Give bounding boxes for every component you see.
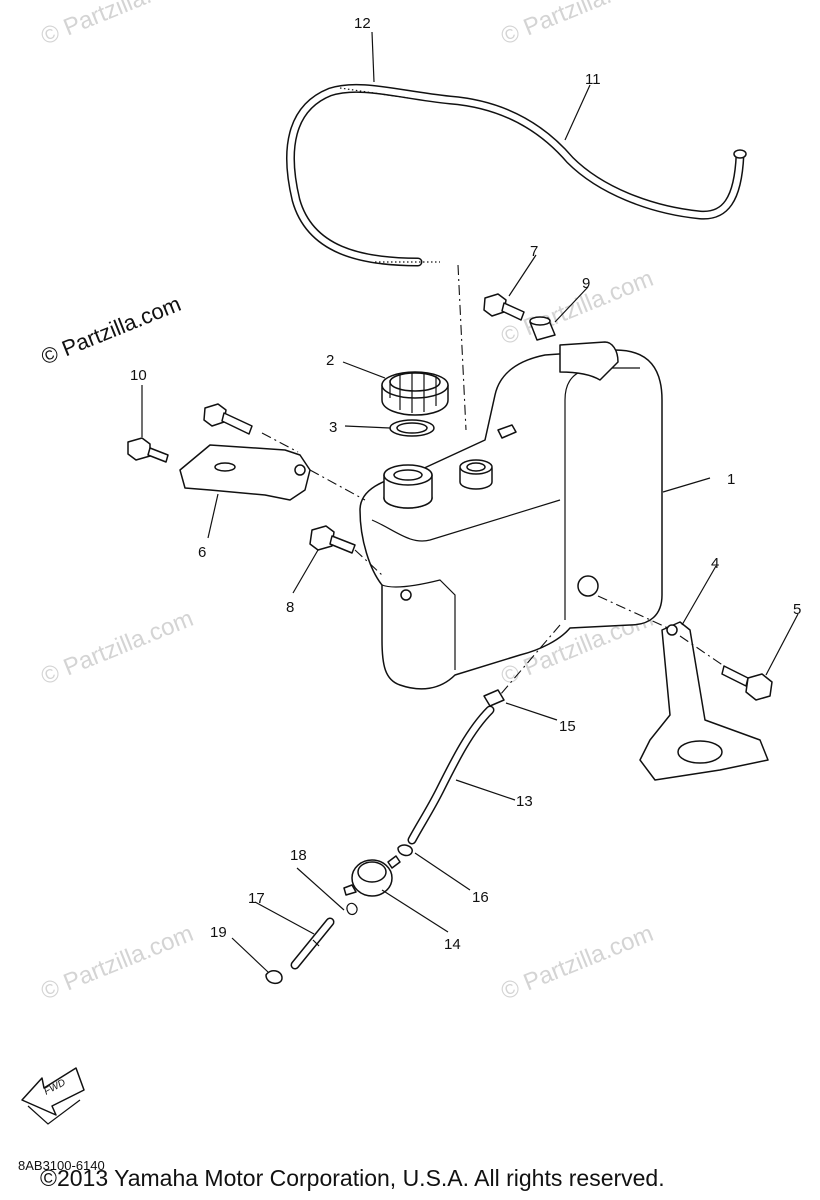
callouts: 1 2 3 4 5 6 7 8 9 10 11 12 13 14 15 16 1… — [130, 15, 801, 953]
callout-11: 11 — [585, 71, 601, 88]
callout-8: 8 — [286, 599, 294, 616]
bracket-right — [597, 595, 769, 781]
callout-13: 13 — [516, 793, 533, 810]
cap-seal — [389, 419, 435, 437]
watermark-top-right: © Partzilla.com — [497, 0, 657, 51]
clamp-15 — [483, 689, 505, 707]
diagram-code: 8AB3100-6140 — [18, 1158, 105, 1173]
watermark-top-left: © Partzilla.com — [37, 0, 197, 51]
bolt-6-top — [203, 403, 253, 435]
watermark-bottom-right: © Partzilla.com — [497, 920, 657, 1006]
collar-9 — [529, 316, 556, 341]
watermark-bottom-left: © Partzilla.com — [37, 920, 197, 1006]
callout-2: 2 — [326, 352, 334, 369]
callout-1: 1 — [727, 471, 735, 488]
breather-hose — [286, 83, 747, 431]
watermark-mid-left: © Partzilla.com — [37, 605, 197, 691]
filler-cap — [381, 371, 449, 416]
callout-4: 4 — [711, 555, 719, 572]
clip-16 — [397, 844, 413, 857]
callout-19: 19 — [210, 924, 227, 941]
fwd-arrow-icon: FWD — [21, 1067, 85, 1125]
watermark-prominent: © Partzilla.com — [38, 291, 185, 370]
bolt-5 — [721, 665, 773, 701]
callout-15: 15 — [559, 718, 576, 735]
bolt-8 — [309, 525, 383, 576]
callout-7: 7 — [530, 243, 538, 260]
lower-hose — [397, 624, 561, 857]
callout-9: 9 — [582, 275, 590, 292]
callout-5: 5 — [793, 601, 801, 618]
callout-16: 16 — [472, 889, 489, 906]
small-hose — [265, 902, 358, 984]
callout-10: 10 — [130, 367, 147, 384]
callout-14: 14 — [444, 936, 461, 953]
bolt-10 — [127, 437, 169, 463]
oil-tank — [359, 341, 663, 690]
clip-19 — [265, 970, 283, 984]
fuel-filter — [343, 855, 401, 897]
copyright-notice: ©2013 Yamaha Motor Corporation, U.S.A. A… — [40, 1165, 665, 1191]
callout-12: 12 — [354, 15, 371, 32]
callout-17: 17 — [248, 890, 265, 907]
leader-lines — [141, 31, 799, 973]
bracket-left — [179, 432, 366, 501]
callout-18: 18 — [290, 847, 307, 864]
callout-3: 3 — [329, 419, 337, 436]
callout-6: 6 — [198, 544, 206, 561]
bolt-7 — [483, 293, 525, 321]
